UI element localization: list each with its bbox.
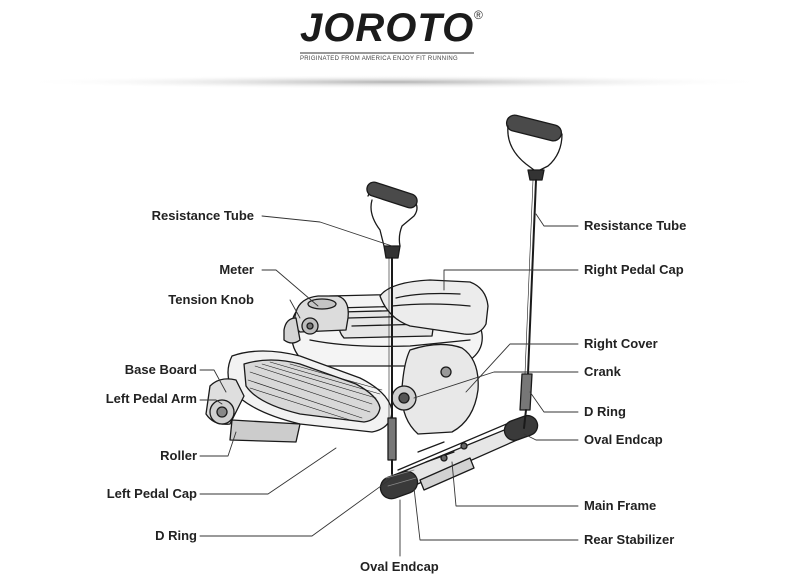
left-resistance-tube: [366, 181, 418, 475]
header-rules: [14, 37, 774, 89]
meter-unit: [283, 295, 349, 344]
label-oval-endcap-bottom: Oval Endcap: [360, 559, 439, 574]
oval-endcaps: [379, 414, 539, 500]
brand-header: JOROTO ® PRIGINATED FROM AMERICA ENJOY F…: [0, 0, 789, 92]
label-right-pedal-cap: Right Pedal Cap: [584, 262, 684, 277]
brand-logo: JOROTO: [300, 6, 475, 50]
label-base-board: Base Board: [124, 362, 197, 377]
label-left-pedal-arm: Left Pedal Arm: [105, 391, 197, 406]
label-roller: Roller: [160, 448, 197, 463]
label-d-ring-left: D Ring: [155, 528, 197, 543]
label-resistance-tube-left: Resistance Tube: [151, 208, 254, 223]
label-main-frame: Main Frame: [584, 498, 657, 513]
label-resistance-tube-right: Resistance Tube: [584, 218, 687, 233]
label-left-pedal-cap: Left Pedal Cap: [106, 486, 197, 501]
brand-tagline: PRIGINATED FROM AMERICA ENJOY FIT RUNNIN…: [300, 56, 458, 62]
leader-lines: [199, 213, 579, 557]
label-rear-stabilizer: Rear Stabilizer: [584, 532, 675, 547]
label-d-ring-right: D Ring: [584, 404, 626, 419]
base-board: [205, 378, 301, 443]
right-pedal: [379, 279, 489, 335]
registered-mark: ®: [474, 8, 483, 22]
label-right-cover: Right Cover: [584, 336, 658, 351]
main-frame: [391, 419, 527, 491]
label-meter: Meter: [219, 262, 254, 277]
label-tension-knob: Tension Knob: [168, 292, 254, 307]
label-crank: Crank: [584, 364, 621, 379]
label-oval-endcap-right: Oval Endcap: [584, 432, 663, 447]
right-resistance-tube: [505, 114, 563, 429]
